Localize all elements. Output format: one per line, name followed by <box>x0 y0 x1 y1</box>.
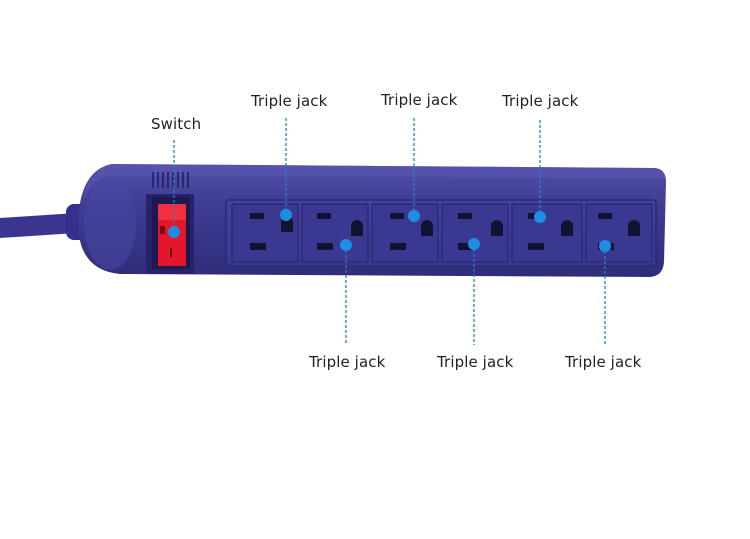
triple-jack-label-top-2: Triple jack <box>381 91 458 109</box>
outlet-2 <box>301 203 369 263</box>
outlet-3 <box>371 203 439 263</box>
outlet-5 <box>511 203 583 263</box>
triple-jack-label-bottom-2: Triple jack <box>437 353 514 371</box>
callout-dot-bottom-1 <box>340 239 352 251</box>
outlet-6 <box>585 203 653 263</box>
callout-dot-top-3 <box>534 211 546 223</box>
callout-dot-bottom-3 <box>599 240 611 252</box>
callout-dot-top-1 <box>280 209 292 221</box>
switch-label: Switch <box>151 115 202 133</box>
triple-jack-label-bottom-1: Triple jack <box>309 353 386 371</box>
triple-jack-label-top-3: Triple jack <box>502 92 579 110</box>
outlet-4 <box>441 203 509 263</box>
callout-dot-switch <box>168 226 180 238</box>
callout-dot-top-2 <box>408 210 420 222</box>
triple-jack-label-bottom-3: Triple jack <box>565 353 642 371</box>
triple-jack-label-top-1: Triple jack <box>251 92 328 110</box>
callout-dot-bottom-2 <box>468 238 480 250</box>
